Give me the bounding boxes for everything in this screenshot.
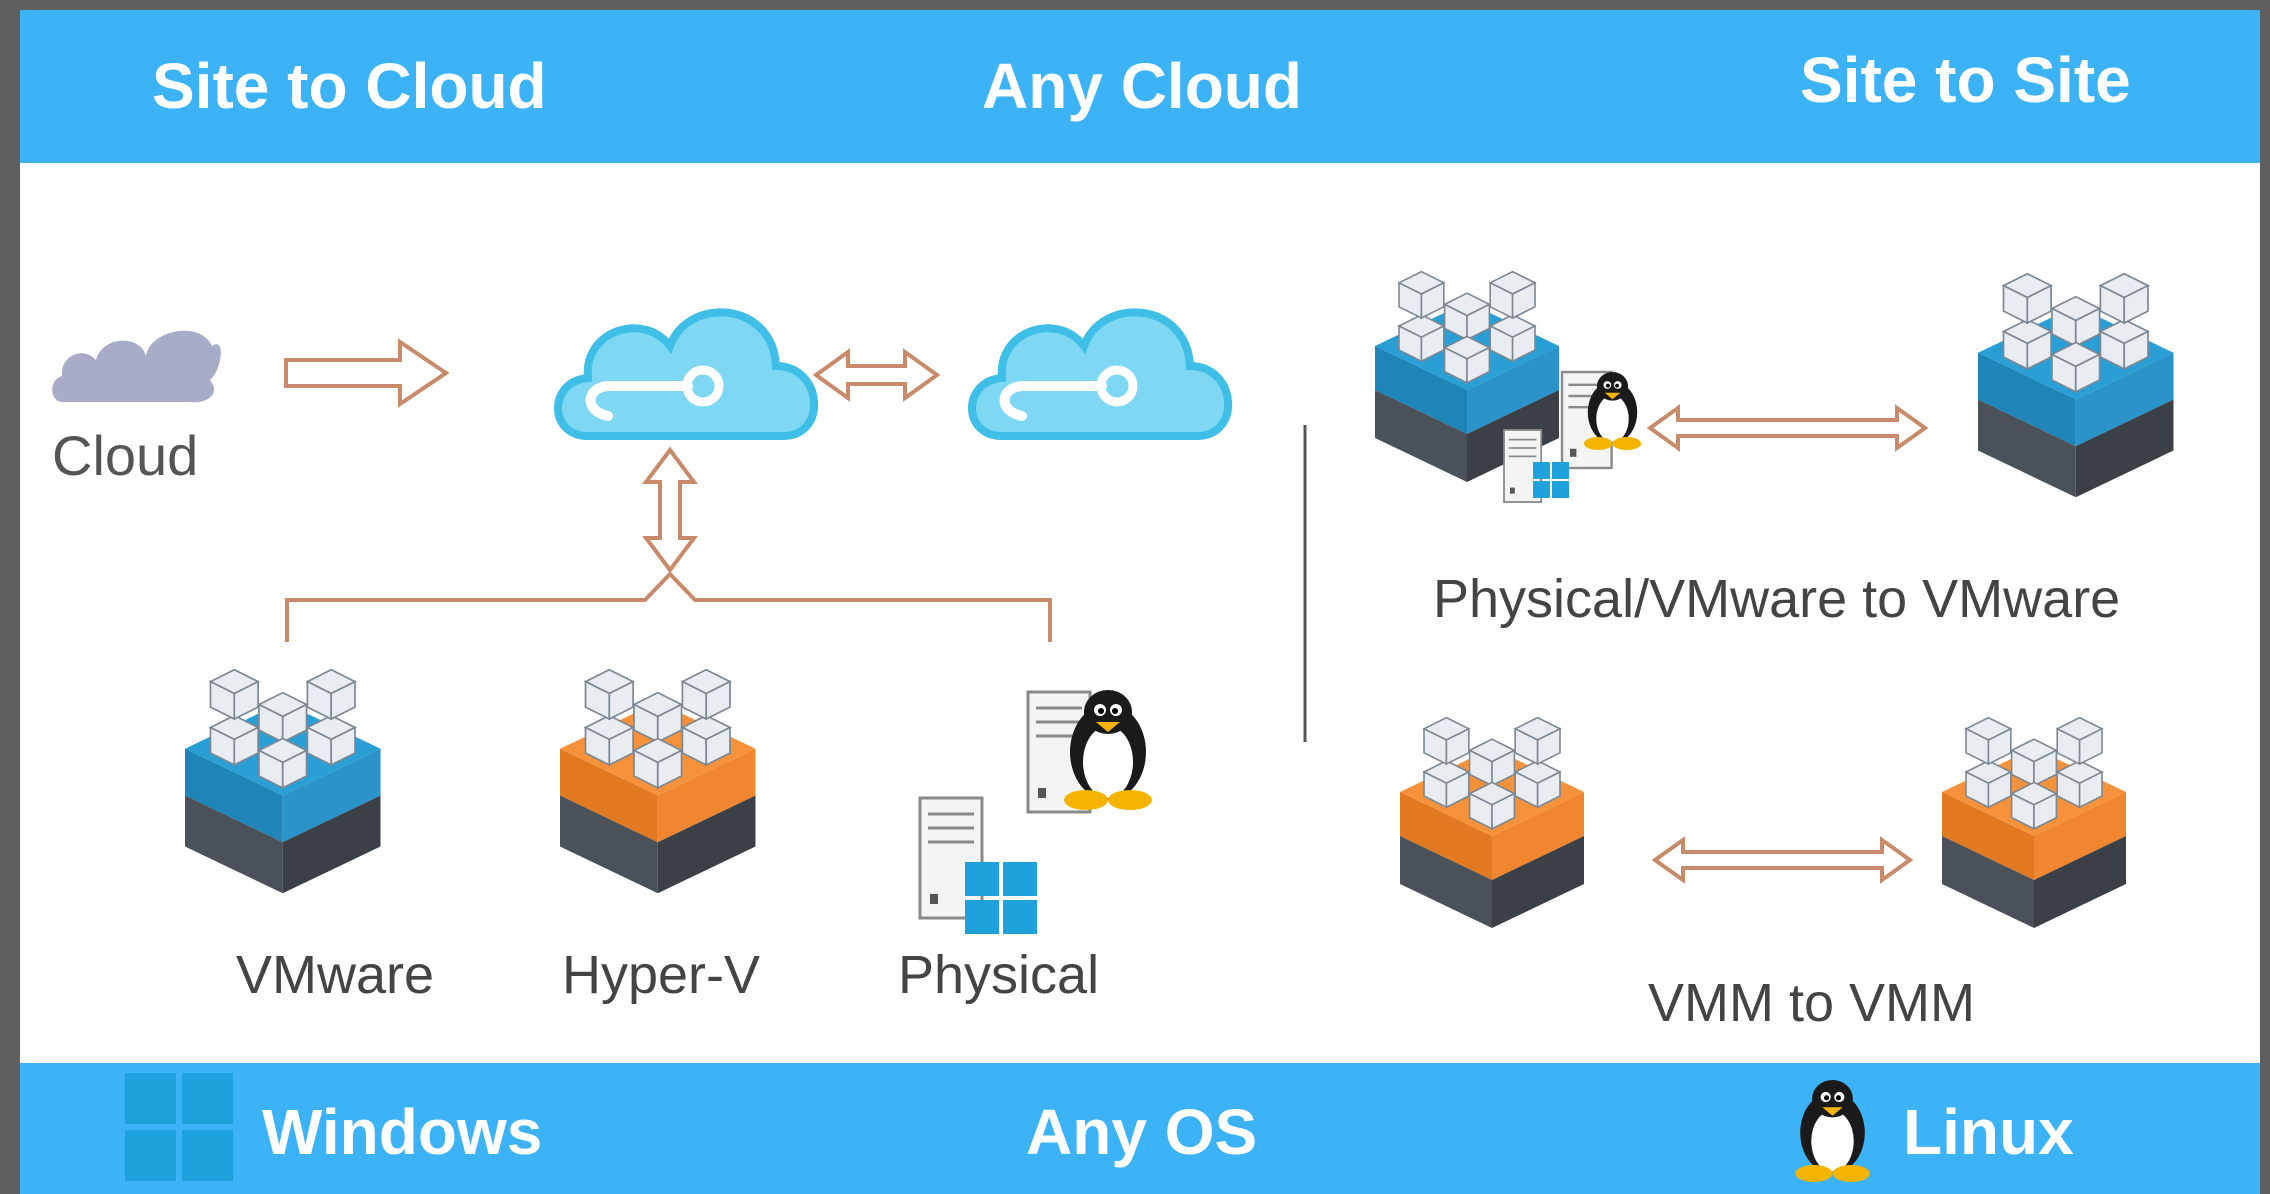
double-arrow-icon [1646,404,1929,452]
azure-cloud-icon [972,312,1228,436]
physical-label: Physical [898,945,1100,1005]
vmware-label: VMware [236,945,435,1005]
physical-vmware-to-vmware-label: Physical/VMware to VMware [1433,569,2121,629]
right-arrow-icon [284,338,450,408]
tux-icon [1795,1080,1870,1182]
header-any-cloud: Any Cloud [982,50,1302,122]
footer-band [20,1063,2260,1194]
header-site-to-cloud: Site to Cloud [152,50,547,122]
azure-cloud-icon [558,312,814,436]
header-band [20,10,2260,163]
double-arrow-icon [812,348,941,402]
footer-any-os: Any OS [1026,1096,1258,1168]
cloud-icon [52,330,221,403]
windows-logo-icon [125,1073,233,1181]
vmware-host-icon [184,668,382,895]
vmware-host-icon [1977,272,2175,499]
vertical-double-arrow-icon [642,446,698,574]
vmm-host-icon [1941,716,2127,929]
hyperv-label: Hyper-V [562,945,761,1005]
hyperv-host-icon [559,668,757,895]
vmm-to-vmm-label: VMM to VMM [1648,973,1976,1033]
footer-windows: Windows [262,1096,543,1168]
cloud-label: Cloud [52,424,199,487]
vmm-host-icon [1399,716,1585,929]
footer-linux: Linux [1903,1096,2074,1168]
double-arrow-icon [1651,836,1914,884]
header-site-to-site: Site to Site [1800,44,2131,116]
source-bracket [285,571,1052,642]
